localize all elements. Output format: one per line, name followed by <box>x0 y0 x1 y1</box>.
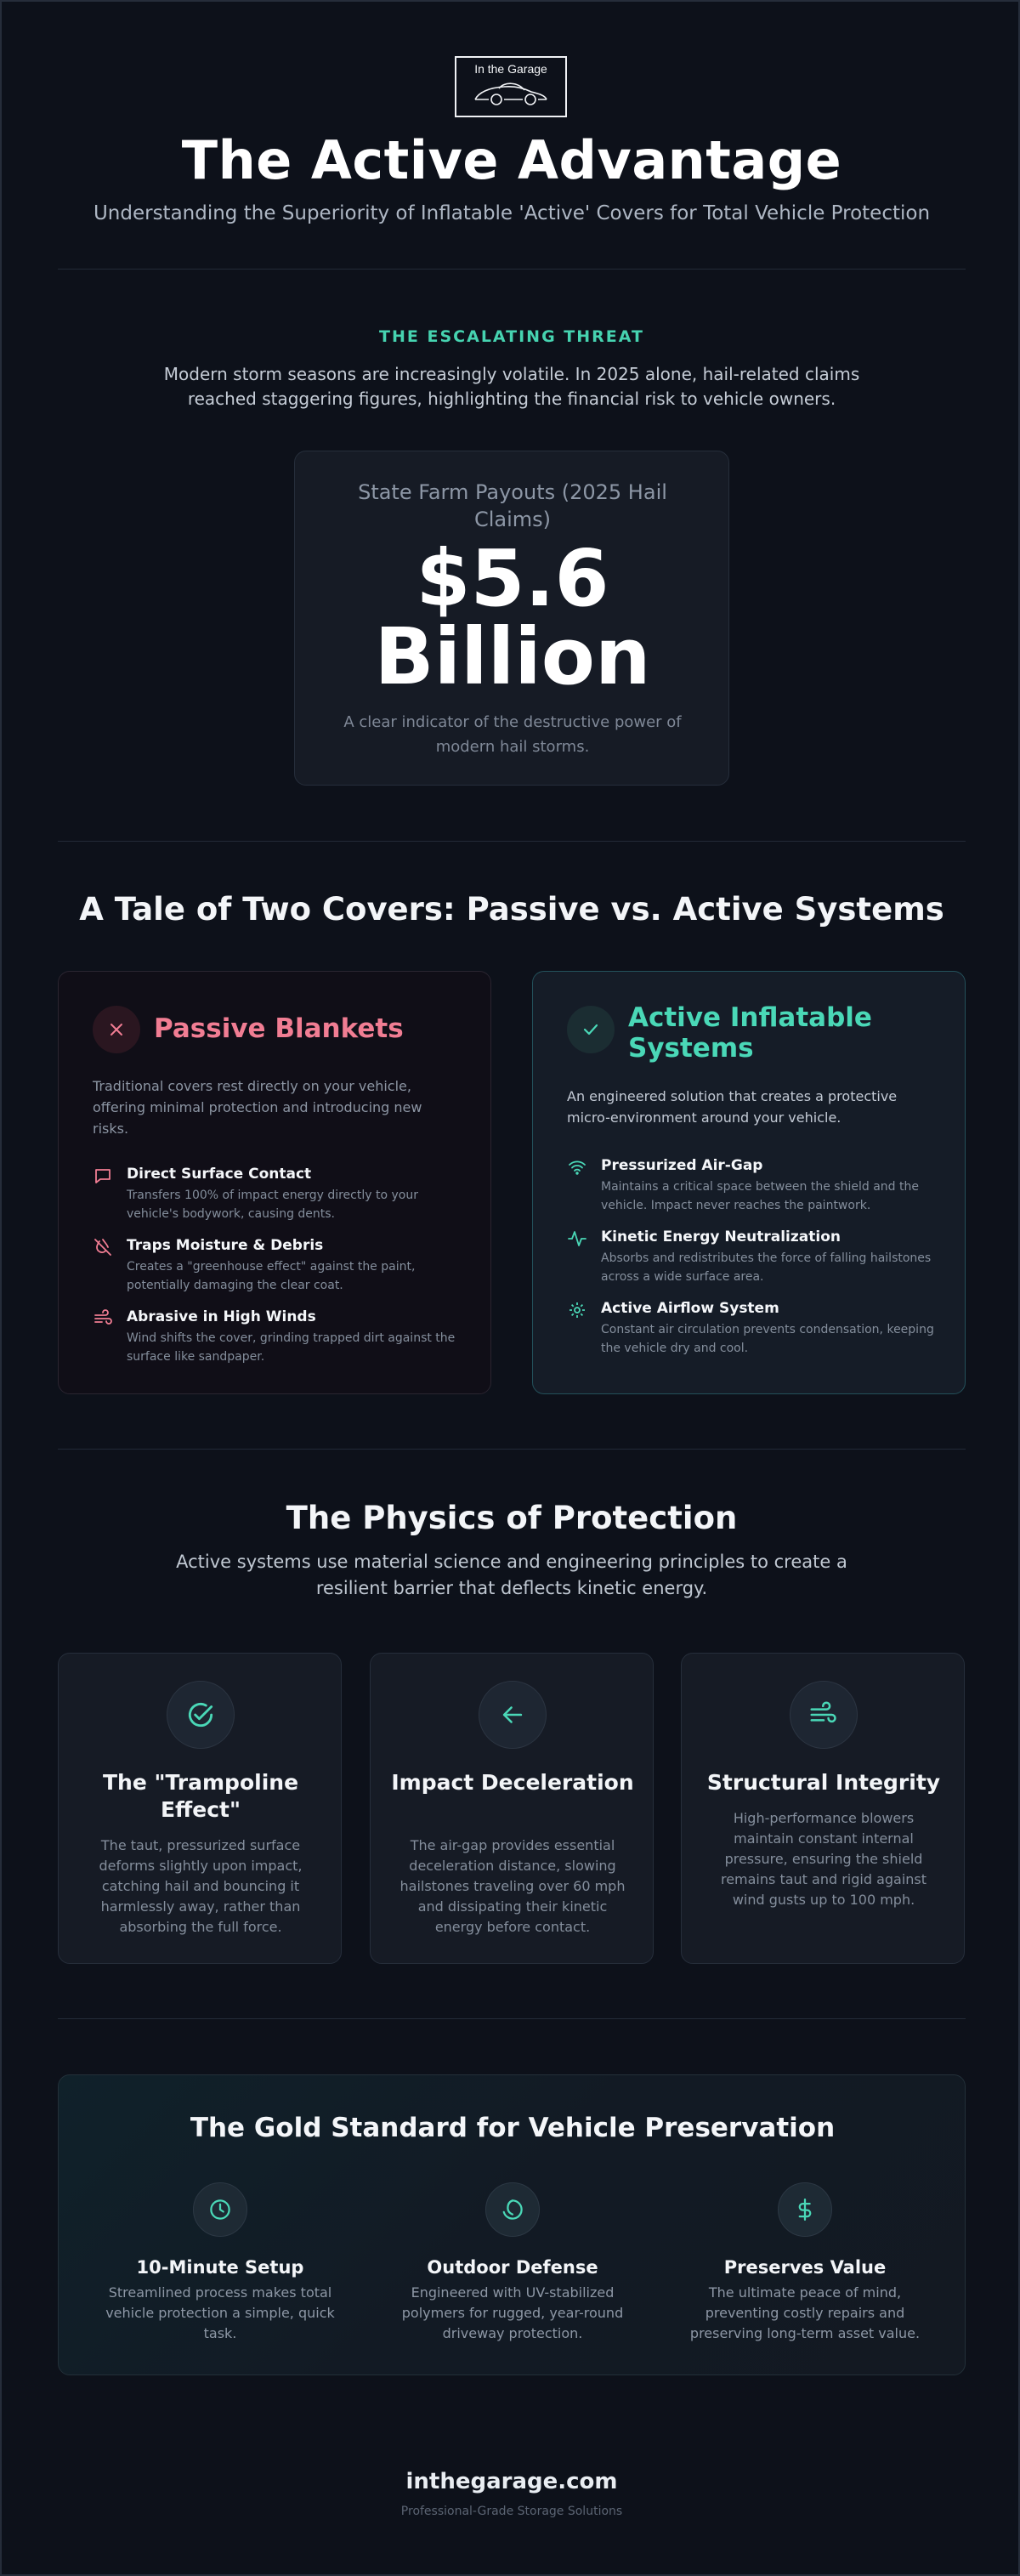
stat-note: A clear indicator of the destructive pow… <box>343 713 682 756</box>
wifi-icon <box>569 1160 586 1175</box>
feature-description: Absorbs and redistributes the force of f… <box>601 1251 932 1284</box>
message-square-icon <box>95 1169 110 1183</box>
physics-card-description: High-performance blowers maintain consta… <box>720 1810 927 1908</box>
section-divider <box>58 2018 966 2019</box>
page-subtitle: Understanding the Superiority of Inflata… <box>93 202 931 224</box>
active-heading: Active Inflatable Systems <box>628 1002 872 1064</box>
compare-title: A Tale of Two Covers: Passive vs. Active… <box>79 891 944 928</box>
feature-description: Maintains a critical space between the s… <box>601 1180 919 1212</box>
gold-title: The Gold Standard for Vehicle Preservati… <box>190 2113 836 2143</box>
shield-arc-icon <box>485 2182 540 2237</box>
passive-heading: Passive Blankets <box>154 1013 404 1044</box>
feature-description: Constant air circulation prevents conden… <box>601 1323 934 1355</box>
droplet-off-icon <box>94 1239 111 1256</box>
gold-item-title: 10-Minute Setup <box>136 2257 304 2278</box>
stat-value: $5.6 Billion <box>295 540 730 696</box>
physics-card-title: Structural Integrity <box>706 1770 941 1795</box>
threat-eyebrow: THE ESCALATING THREAT <box>379 327 644 346</box>
gear-icon <box>570 1302 585 1318</box>
footer-tagline: Professional-Grade Storage Solutions <box>400 2505 623 2518</box>
stat-label: State Farm Payouts (2025 Hail Claims) <box>358 480 667 531</box>
feature-title: Pressurized Air-Gap <box>601 1157 763 1174</box>
active-description: An engineered solution that creates a pr… <box>567 1088 898 1126</box>
activity-icon <box>568 1231 586 1246</box>
physics-card-description: The taut, pressurized surface deforms sl… <box>99 1837 303 1935</box>
physics-card-description: The air-gap provides essential decelerat… <box>400 1837 626 1935</box>
x-icon <box>93 1006 140 1053</box>
clock-icon <box>193 2182 247 2237</box>
feature-description: Creates a "greenhouse effect" against th… <box>127 1260 416 1292</box>
active-systems-card: Active Inflatable Systems An engineered … <box>532 971 966 1394</box>
physics-card: Structural Integrity High-performance bl… <box>681 1653 965 1964</box>
feature-description: Transfers 100% of impact energy directly… <box>127 1189 418 1221</box>
gold-item-title: Outdoor Defense <box>427 2257 598 2278</box>
feature-title: Traps Moisture & Debris <box>127 1237 324 1254</box>
feature-title: Active Airflow System <box>601 1300 779 1317</box>
car-logo-icon <box>474 82 547 105</box>
threat-intro: Modern storm seasons are increasingly vo… <box>163 364 860 409</box>
physics-card-title: Impact Deceleration <box>391 1770 634 1795</box>
gold-item-description: The ultimate peace of mind, preventing c… <box>689 2284 921 2341</box>
physics-card: Impact Deceleration The air-gap provides… <box>370 1653 654 1964</box>
section-divider <box>58 841 966 842</box>
physics-intro: Active systems use material science and … <box>176 1552 847 1598</box>
section-divider <box>58 269 966 270</box>
wind-icon <box>790 1681 858 1749</box>
feature-title: Kinetic Energy Neutralization <box>601 1228 841 1245</box>
feature-title: Direct Surface Contact <box>127 1166 312 1183</box>
check-circle-icon <box>167 1681 235 1749</box>
gold-item-description: Streamlined process makes total vehicle … <box>105 2284 335 2341</box>
check-icon <box>567 1006 615 1053</box>
physics-title: The Physics of Protection <box>286 1500 738 1536</box>
gold-item-description: Engineered with UV-stabilized polymers f… <box>401 2284 624 2341</box>
gold-standard-panel: The Gold Standard for Vehicle Preservati… <box>58 2074 966 2375</box>
page-title: The Active Advantage <box>181 129 842 191</box>
gold-item-title: Preserves Value <box>723 2257 887 2278</box>
feature-title: Abrasive in High Winds <box>127 1308 316 1325</box>
brand-logo: In the Garage <box>455 56 567 117</box>
passive-description: Traditional covers rest directly on your… <box>93 1078 422 1137</box>
stat-value-unit: Billion <box>374 611 651 702</box>
footer-brand-link[interactable]: inthegarage.com <box>405 2469 618 2494</box>
dollar-icon <box>778 2182 832 2237</box>
physics-card: The "Trampoline Effect" The taut, pressu… <box>58 1653 342 1964</box>
physics-card-title: The "Trampoline Effect" <box>102 1770 299 1822</box>
logo-text: In the Garage <box>474 62 547 76</box>
passive-blankets-card: Passive Blankets Traditional covers rest… <box>58 971 491 1394</box>
feature-description: Wind shifts the cover, grinding trapped … <box>127 1331 456 1364</box>
stat-value-amount: $5.6 <box>416 533 609 624</box>
wind-icon <box>94 1309 112 1325</box>
arrow-left-icon <box>479 1681 547 1749</box>
payout-stat-card: State Farm Payouts (2025 Hail Claims) $5… <box>294 451 729 786</box>
section-divider <box>58 1449 966 1450</box>
